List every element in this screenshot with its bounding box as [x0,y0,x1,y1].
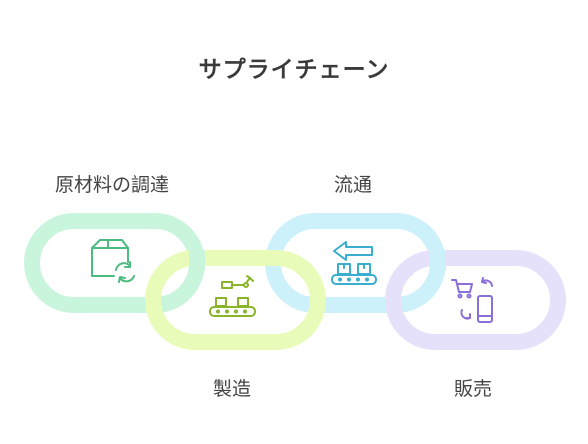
stage-label-manufacturing: 製造 [213,378,252,400]
chain-link-manufacturing [145,250,326,350]
stage-label-sales: 販売 [454,378,493,400]
factory-conveyor-icon [209,275,256,317]
chain-link-sales [385,250,566,350]
conveyor-arrow-icon [331,241,377,285]
stage-label-distribution: 流通 [334,174,373,196]
diagram-title: サプライチェーン [198,57,390,83]
cart-phone-icon [451,277,493,323]
box-recycle-icon [91,239,135,283]
stage-label-procurement: 原材料の調達 [55,174,170,196]
